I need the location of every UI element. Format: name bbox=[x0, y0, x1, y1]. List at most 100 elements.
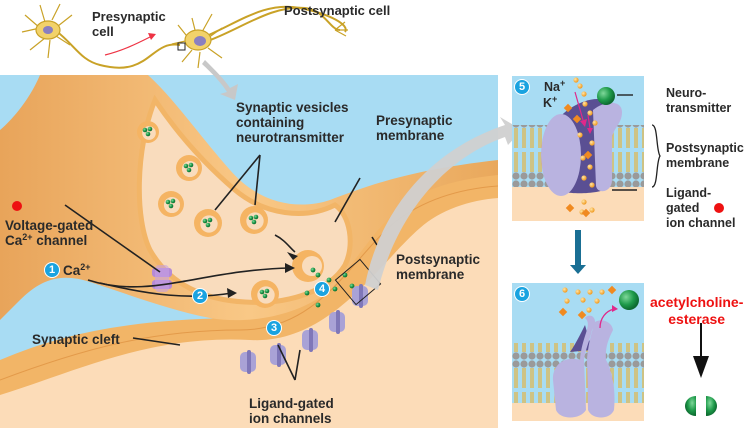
potassium-ion bbox=[577, 310, 587, 320]
neurotransmitter-molecule bbox=[259, 289, 265, 295]
label-line: Postsynaptic bbox=[666, 141, 744, 155]
ligand-gated-marker-dot bbox=[714, 203, 724, 213]
label-line: gated bbox=[666, 201, 700, 215]
synaptic-vesicle bbox=[176, 155, 202, 181]
sodium-ion bbox=[581, 175, 587, 181]
presynaptic-cell-label-line1: Presynaptic bbox=[92, 9, 166, 24]
synaptic-vesicles bbox=[137, 121, 279, 308]
hydrolyzed-neurotransmitter bbox=[685, 396, 717, 416]
neurotransmitter-molecule bbox=[304, 290, 310, 296]
sodium-ion bbox=[582, 101, 588, 107]
panel-transition-arrow-shaft bbox=[575, 230, 581, 265]
label-line: containing bbox=[236, 115, 305, 130]
panel-transition-arrowhead bbox=[570, 265, 586, 274]
neurotransmitter-molecule bbox=[170, 198, 176, 204]
ligand-gated-channels-label: Ligand-gated ion channels bbox=[249, 396, 334, 426]
neurotransmitter-molecule bbox=[145, 131, 151, 137]
presynaptic-cell-label-line2: cell bbox=[92, 24, 114, 39]
label-line: Presynaptic bbox=[376, 113, 453, 128]
neurotransmitter-molecule bbox=[202, 218, 208, 224]
postsynaptic-membrane-label: Postsynaptic membrane bbox=[396, 252, 480, 282]
sodium-ion bbox=[564, 298, 570, 304]
ligand-gated-ion-channels bbox=[240, 284, 368, 374]
voltage-gated-marker-dot bbox=[12, 201, 22, 211]
label-text: Na bbox=[544, 80, 560, 94]
step-badge-2: 2 bbox=[192, 288, 208, 304]
neurotransmitter-molecule bbox=[342, 272, 348, 278]
label-superscript: 2+ bbox=[22, 232, 33, 242]
label-line: Neuro- bbox=[666, 86, 707, 100]
panel-6 bbox=[512, 283, 644, 421]
label-line: Ca2+ channel bbox=[5, 232, 93, 249]
neurotransmitter-molecule bbox=[205, 222, 211, 228]
overview-zoom-arrow bbox=[202, 60, 238, 100]
label-line: membrane bbox=[376, 128, 445, 143]
label-line: membrane bbox=[666, 156, 730, 170]
label-line: esterase bbox=[668, 311, 726, 327]
presynaptic-cell-label: Presynaptic cell bbox=[92, 9, 166, 39]
label-superscript: + bbox=[559, 78, 566, 88]
sodium-ion bbox=[580, 155, 586, 161]
connector-arrow bbox=[365, 117, 522, 290]
neurotransmitter-molecule bbox=[168, 203, 174, 209]
sodium-ion bbox=[573, 77, 579, 83]
step-badge-3: 3 bbox=[266, 320, 282, 336]
label-line: Synaptic vesicles bbox=[236, 100, 349, 115]
sodium-ion bbox=[577, 132, 583, 138]
sodium-ion bbox=[575, 289, 581, 295]
arrowheads bbox=[227, 252, 298, 298]
panel-5 bbox=[512, 76, 661, 221]
synaptic-vesicle bbox=[137, 121, 159, 143]
overview-neurons bbox=[21, 3, 348, 69]
neurotransmitter-molecule bbox=[310, 267, 316, 273]
label-line: ion channels bbox=[249, 411, 332, 426]
sodium-ion bbox=[581, 91, 587, 97]
synaptic-vesicle bbox=[240, 206, 268, 234]
sodium-ion bbox=[589, 207, 595, 213]
label-text: Ca bbox=[63, 263, 81, 278]
neurotransmitter-molecule bbox=[248, 215, 254, 221]
sodium-ion bbox=[599, 289, 605, 295]
ligand-gated-channel bbox=[329, 310, 345, 334]
neurotransmitter-molecule bbox=[183, 163, 189, 169]
signal-direction-arrow bbox=[104, 35, 153, 56]
neurotransmitter-molecule bbox=[262, 293, 268, 299]
label-line: Voltage-gated bbox=[5, 218, 94, 233]
step-badge-4: 4 bbox=[314, 281, 330, 297]
neurotransmitter-molecule bbox=[251, 219, 257, 225]
neurotransmitter-molecule bbox=[332, 286, 338, 292]
sodium-ion bbox=[594, 298, 600, 304]
sodium-ion bbox=[587, 164, 593, 170]
sodium-ion bbox=[577, 83, 583, 89]
voltage-gated-channel-label: Voltage-gated Ca2+ channel bbox=[5, 218, 93, 248]
panel6-channel-right bbox=[587, 320, 615, 418]
sodium-ion bbox=[581, 199, 587, 205]
potassium-ion-label: K+ bbox=[543, 95, 557, 111]
label-line: neurotransmitter bbox=[236, 130, 345, 145]
sodium-ion bbox=[587, 289, 593, 295]
ligand-gated-channel bbox=[352, 284, 368, 308]
label-superscript: 2+ bbox=[80, 262, 91, 272]
panel6-neurotransmitter bbox=[619, 290, 639, 310]
signal-arrowhead bbox=[148, 33, 156, 40]
label-line: transmitter bbox=[666, 101, 732, 115]
synaptic-vesicle bbox=[194, 209, 222, 237]
neurotransmitter-molecule bbox=[315, 272, 321, 278]
enzyme-action-arrowhead bbox=[693, 356, 709, 378]
postsynaptic-cytoplasm bbox=[0, 192, 498, 428]
label-line: Ligand- bbox=[666, 186, 712, 200]
label-line: Postsynaptic bbox=[396, 252, 481, 267]
label-line: membrane bbox=[396, 267, 465, 282]
sodium-ion bbox=[589, 182, 595, 188]
neurotransmitter-molecule bbox=[264, 288, 270, 294]
sodium-ion bbox=[592, 120, 598, 126]
step-badge-5: 5 bbox=[514, 79, 530, 95]
panel5-neurotransmitter bbox=[597, 87, 615, 105]
label-text: channel bbox=[32, 233, 88, 248]
panel6-channel-left bbox=[552, 315, 595, 418]
neurotransmitter-molecule bbox=[186, 167, 192, 173]
neurotransmitter-molecule bbox=[142, 127, 148, 133]
pointer-lines bbox=[64, 154, 378, 381]
step-badge-6: 6 bbox=[514, 286, 530, 302]
sodium-ion bbox=[562, 287, 568, 293]
